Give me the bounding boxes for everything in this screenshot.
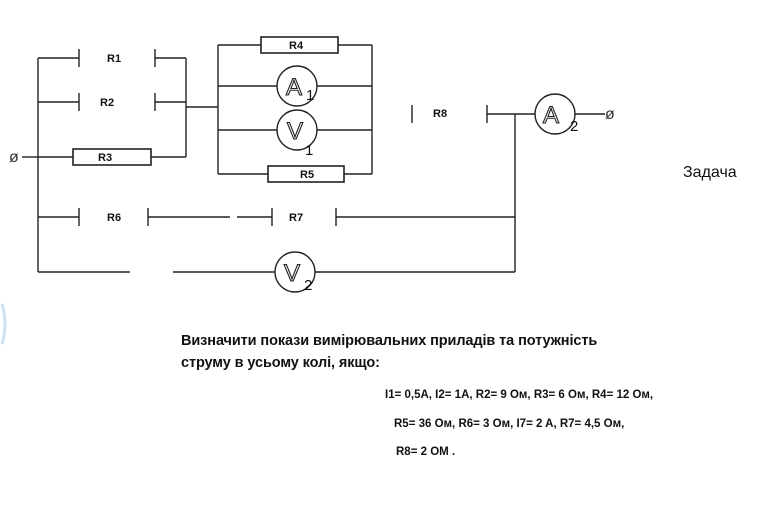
given-line-1: I1= 0,5A, I2= 1A, R2= 9 Ом, R3= 6 Ом, R4… bbox=[385, 389, 654, 401]
r8-label: R8 bbox=[433, 108, 447, 120]
edge-bracket-mark bbox=[0, 303, 7, 345]
input-terminal: ø bbox=[9, 149, 19, 166]
a1-letter: A bbox=[286, 74, 302, 101]
task-statement: Визначити покази вимірювальних приладів … bbox=[181, 330, 597, 374]
task-title: Задача bbox=[683, 164, 737, 181]
a2-letter: A bbox=[543, 102, 559, 129]
output-terminal: ø bbox=[605, 106, 615, 123]
statement-line-2: струму в усьому колі, якщо: bbox=[181, 355, 380, 371]
v1-subscript: 1 bbox=[305, 142, 313, 159]
r2-label: R2 bbox=[100, 97, 114, 109]
r3-label: R3 bbox=[98, 152, 112, 164]
given-line-3: R8= 2 ОМ . bbox=[396, 446, 456, 458]
r1-label: R1 bbox=[107, 53, 121, 65]
r7-label: R7 bbox=[289, 212, 303, 224]
v2-letter: V bbox=[284, 260, 300, 287]
v2-subscript: 2 bbox=[304, 277, 312, 294]
statement-line-1: Визначити покази вимірювальних приладів … bbox=[181, 333, 598, 349]
circuit-diagram: ø R1 R2 R3 R4 A 1 V 1 R5 R8 bbox=[9, 36, 615, 294]
a1-subscript: 1 bbox=[306, 87, 314, 104]
given-line-2: R5= 36 Ом, R6= 3 Ом, I7= 2 A, R7= 4,5 Ом… bbox=[394, 418, 625, 430]
r4-label: R4 bbox=[289, 40, 304, 52]
v1-letter: V bbox=[287, 118, 303, 145]
a2-subscript: 2 bbox=[570, 118, 578, 135]
r6-label: R6 bbox=[107, 212, 121, 224]
r5-label: R5 bbox=[300, 169, 314, 181]
